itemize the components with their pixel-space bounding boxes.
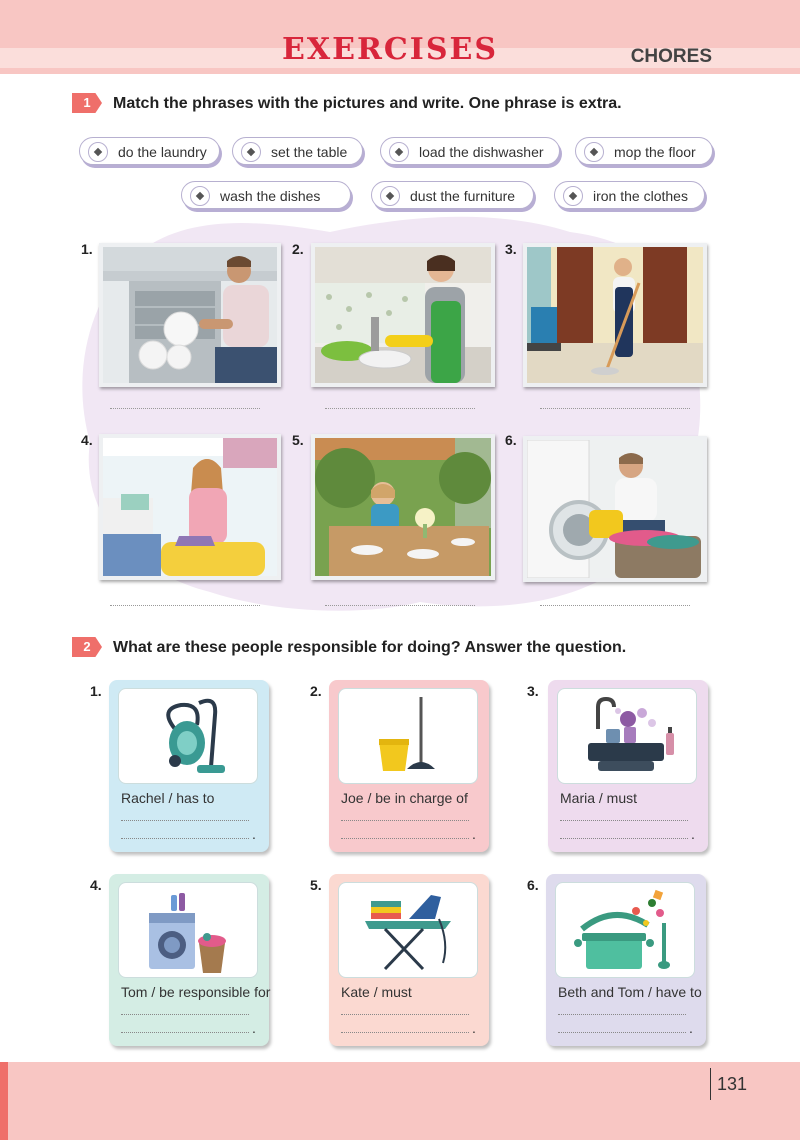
card-picture: [555, 882, 695, 978]
sentence-period: .: [689, 1020, 693, 1036]
sentence-period: .: [472, 1020, 476, 1036]
diamond-bullet-icon: [389, 142, 409, 162]
answer-line[interactable]: [558, 1032, 686, 1033]
exercise-1-instruction: Match the phrases with the pictures and …: [113, 95, 622, 112]
answer-card: Beth and Tom / have to .: [546, 874, 706, 1046]
answer-card: Tom / be responsible for .: [109, 874, 271, 1046]
diamond-bullet-icon: [190, 186, 210, 206]
page-number-separator: [710, 1068, 711, 1100]
vacuum-cleaner-icon: [166, 698, 225, 773]
diamond-bullet-icon: [380, 186, 400, 206]
answer-line[interactable]: [110, 605, 260, 606]
answer-line[interactable]: [121, 838, 249, 839]
card-picture: [557, 688, 697, 784]
answer-line[interactable]: [325, 605, 475, 606]
answer-line[interactable]: [341, 1014, 469, 1015]
exercise-2-number: 2: [72, 637, 102, 657]
picture-label: 5.: [292, 432, 304, 448]
picture-label: 3.: [505, 241, 517, 257]
sentence-period: .: [691, 826, 695, 842]
answer-card: Joe / be in charge of .: [329, 680, 489, 852]
answer-line[interactable]: [560, 820, 688, 821]
page-header: EXERCISES CHORES: [0, 0, 800, 74]
answer-line[interactable]: [558, 1014, 686, 1015]
phrase-text: dust the furniture: [410, 188, 516, 204]
card-prompt: Tom / be responsible for: [121, 984, 271, 1000]
answer-line[interactable]: [341, 820, 469, 821]
washing-machine-icon: [149, 893, 226, 973]
phrase-chip[interactable]: mop the floor: [575, 137, 713, 165]
exercise-1-number: 1: [72, 93, 102, 113]
card-label: 5.: [310, 877, 322, 893]
picture-label: 4.: [81, 432, 93, 448]
phrase-chip[interactable]: do the laundry: [79, 137, 220, 165]
phrase-text: mop the floor: [614, 144, 696, 160]
phrase-text: iron the clothes: [593, 188, 688, 204]
answer-line[interactable]: [341, 838, 469, 839]
phrase-chip[interactable]: iron the clothes: [554, 181, 705, 209]
diamond-bullet-icon: [563, 186, 583, 206]
card-prompt: Joe / be in charge of: [341, 790, 468, 806]
answer-line[interactable]: [540, 408, 690, 409]
phrase-text: wash the dishes: [220, 188, 321, 204]
phrase-chip[interactable]: set the table: [232, 137, 363, 165]
page-footer: 131: [0, 1062, 800, 1140]
phrase-text: load the dishwasher: [419, 144, 544, 160]
ironing-board-icon: [365, 895, 451, 971]
card-prompt: Kate / must: [341, 984, 412, 1000]
header-band: [0, 48, 800, 68]
photo-mopping-floor: [523, 243, 707, 387]
photo-setting-table: [311, 434, 495, 580]
photo-loading-dishwasher: [99, 243, 281, 387]
answer-card: Maria / must .: [548, 680, 708, 852]
sentence-period: .: [252, 1020, 256, 1036]
answer-line[interactable]: [121, 820, 249, 821]
photo-doing-laundry: [523, 436, 707, 582]
card-prompt: Rachel / has to: [121, 790, 215, 806]
sentence-period: .: [252, 826, 256, 842]
card-picture: [338, 882, 478, 978]
card-prompt: Beth and Tom / have to: [558, 984, 702, 1000]
page-number: 131: [717, 1074, 748, 1094]
answer-card: Rachel / has to .: [109, 680, 269, 852]
diamond-bullet-icon: [241, 142, 261, 162]
answer-line[interactable]: [560, 838, 688, 839]
card-label: 1.: [90, 683, 102, 699]
answer-line[interactable]: [325, 408, 475, 409]
card-picture: [118, 688, 258, 784]
exercise-2-instruction: What are these people responsible for do…: [113, 639, 627, 656]
page-topic: CHORES: [630, 46, 712, 67]
card-label: 2.: [310, 683, 322, 699]
card-label: 4.: [90, 877, 102, 893]
phrase-chip[interactable]: load the dishwasher: [380, 137, 560, 165]
cooking-pot-icon: [574, 889, 670, 969]
card-label: 3.: [527, 683, 539, 699]
phrase-text: set the table: [271, 144, 348, 160]
photo-ironing-clothes: [99, 434, 281, 580]
card-label: 6.: [527, 877, 539, 893]
answer-line[interactable]: [341, 1032, 469, 1033]
answer-line[interactable]: [540, 605, 690, 606]
picture-label: 1.: [81, 241, 93, 257]
diamond-bullet-icon: [584, 142, 604, 162]
sentence-period: .: [472, 826, 476, 842]
answer-line[interactable]: [121, 1032, 249, 1033]
card-picture: [118, 882, 258, 978]
picture-label: 2.: [292, 241, 304, 257]
footer-edge: [0, 1062, 8, 1140]
phrase-text: do the laundry: [118, 144, 207, 160]
answer-line[interactable]: [121, 1014, 249, 1015]
diamond-bullet-icon: [88, 142, 108, 162]
mop-bucket-icon: [379, 697, 435, 771]
phrase-chip[interactable]: dust the furniture: [371, 181, 534, 209]
card-picture: [338, 688, 478, 784]
answer-card: Kate / must .: [329, 874, 489, 1046]
card-prompt: Maria / must: [560, 790, 638, 806]
page-title: EXERCISES: [281, 32, 499, 67]
picture-label: 6.: [505, 432, 517, 448]
photo-washing-dishes: [311, 243, 495, 387]
phrase-chip[interactable]: wash the dishes: [181, 181, 351, 209]
sink-dishes-icon: [588, 696, 674, 771]
answer-line[interactable]: [110, 408, 260, 409]
